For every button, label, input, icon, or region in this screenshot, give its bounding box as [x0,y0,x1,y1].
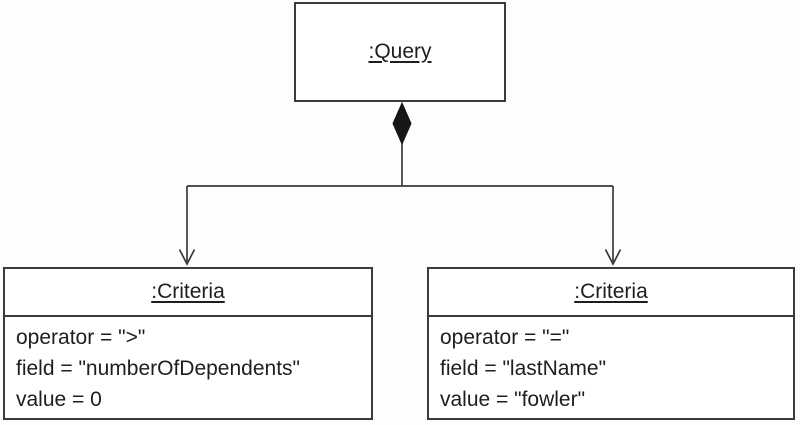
right-arrowhead-icon [604,249,622,266]
criteria-left-header: :Criteria [5,269,371,317]
attribute-value: value = 0 [16,388,102,411]
criteria-left-box: :Criteria operator = ">" field = "number… [3,267,373,420]
criteria-right-title: :Criteria [574,280,648,303]
composition-diamond-icon [392,101,412,146]
criteria-left-title: :Criteria [151,280,225,303]
left-arrowhead-icon [178,249,196,266]
criteria-right-header: :Criteria [429,269,793,317]
criteria-left-attributes: operator = ">" field = "numberOfDependen… [5,317,371,415]
attribute-field: field = "lastName" [440,357,607,380]
criteria-right-box: :Criteria operator = "=" field = "lastNa… [427,267,795,420]
attribute-field: field = "numberOfDependents" [16,357,300,380]
attribute-operator: operator = "=" [440,326,570,349]
query-object-title: :Query [368,40,432,63]
attribute-value: value = "fowler" [440,388,586,411]
criteria-right-attributes: operator = "=" field = "lastName" value … [429,317,793,415]
attribute-operator: operator = ">" [16,326,146,349]
query-object-box: :Query [294,2,506,102]
